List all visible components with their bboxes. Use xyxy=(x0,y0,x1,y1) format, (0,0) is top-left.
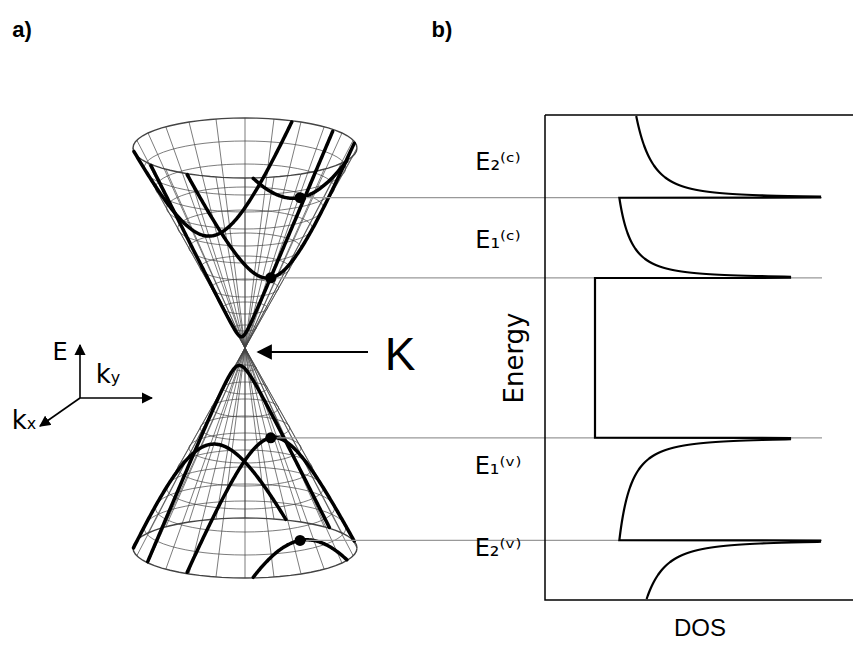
dos-curve xyxy=(595,348,820,599)
mesh-ray xyxy=(245,348,246,518)
point-label: K xyxy=(385,331,416,377)
cutting-line xyxy=(151,131,333,336)
mesh-ray xyxy=(166,348,245,527)
axis-label: ky xyxy=(96,361,121,387)
cutting-lines xyxy=(134,122,355,577)
cutting-line xyxy=(134,444,286,548)
level-label: E₂⁽ᵛ⁾ xyxy=(475,536,522,560)
axis-label: Energy xyxy=(501,312,527,403)
mesh-ray xyxy=(216,348,245,577)
mesh-ray xyxy=(245,127,324,348)
level-label: E₁⁽ᵛ⁾ xyxy=(475,454,522,478)
mesh-ray xyxy=(245,133,342,348)
mesh-ray xyxy=(245,348,324,569)
level-label: E₁⁽ᶜ⁾ xyxy=(475,228,520,252)
axis-label: kx xyxy=(12,407,37,433)
mesh-ray xyxy=(245,118,246,348)
ky-axis xyxy=(80,397,152,399)
mesh-ray xyxy=(189,348,245,522)
mesh-ray xyxy=(148,133,245,348)
axes xyxy=(40,345,368,426)
cutting-line xyxy=(148,365,330,561)
plot-frame xyxy=(545,115,853,600)
van-hove-point xyxy=(265,432,276,443)
axis-label: E xyxy=(52,340,67,364)
mesh-ray xyxy=(245,140,353,348)
mesh-ray xyxy=(245,348,342,533)
van-hove-point xyxy=(295,535,306,546)
k-point-arrow xyxy=(258,351,368,353)
dos-curve xyxy=(595,116,820,348)
axis-label: DOS xyxy=(674,616,726,640)
cutting-line xyxy=(134,122,292,236)
energy-axis xyxy=(79,345,81,398)
cutting-line xyxy=(187,438,354,573)
dos-plot xyxy=(545,115,853,600)
panel-label: a) xyxy=(12,19,32,41)
kx-axis xyxy=(40,398,80,426)
level-label: E₂⁽ᶜ⁾ xyxy=(475,150,520,174)
mesh-ray xyxy=(189,348,245,574)
panel-label: b) xyxy=(432,19,453,41)
mesh-ray xyxy=(245,119,274,348)
cone-mesh xyxy=(133,118,357,578)
mesh-ray xyxy=(245,348,301,522)
mesh-ray xyxy=(245,348,274,577)
level-lines xyxy=(277,198,822,541)
